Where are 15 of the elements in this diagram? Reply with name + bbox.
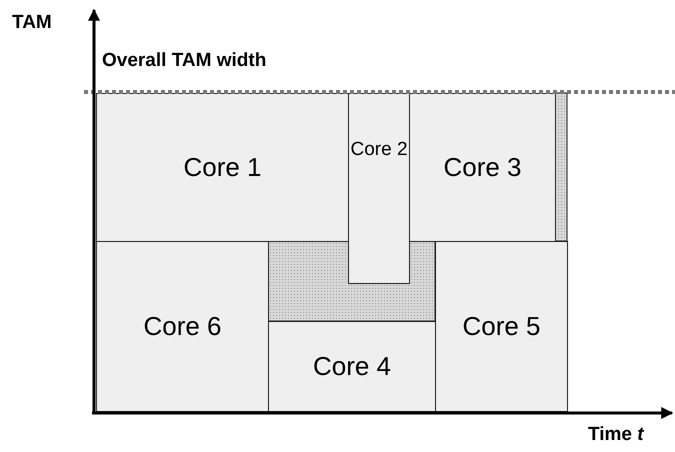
- core-label: Core 2: [350, 139, 408, 161]
- core-label: Core 4: [312, 352, 392, 382]
- core-block: [96, 93, 349, 242]
- axis-title: TAM: [12, 12, 52, 34]
- core-block: [268, 321, 436, 412]
- core-block: [96, 241, 269, 412]
- core-block: [435, 241, 568, 412]
- core-block: [409, 93, 556, 242]
- core-label: Core 6: [143, 312, 222, 342]
- core-label: Core 3: [443, 152, 522, 182]
- axis-title: Time t: [588, 424, 644, 446]
- threshold-label: Overall TAM width: [102, 50, 266, 72]
- core-label: Core 5: [462, 312, 541, 342]
- core-label: Core 1: [183, 152, 262, 182]
- core-block: [348, 93, 410, 284]
